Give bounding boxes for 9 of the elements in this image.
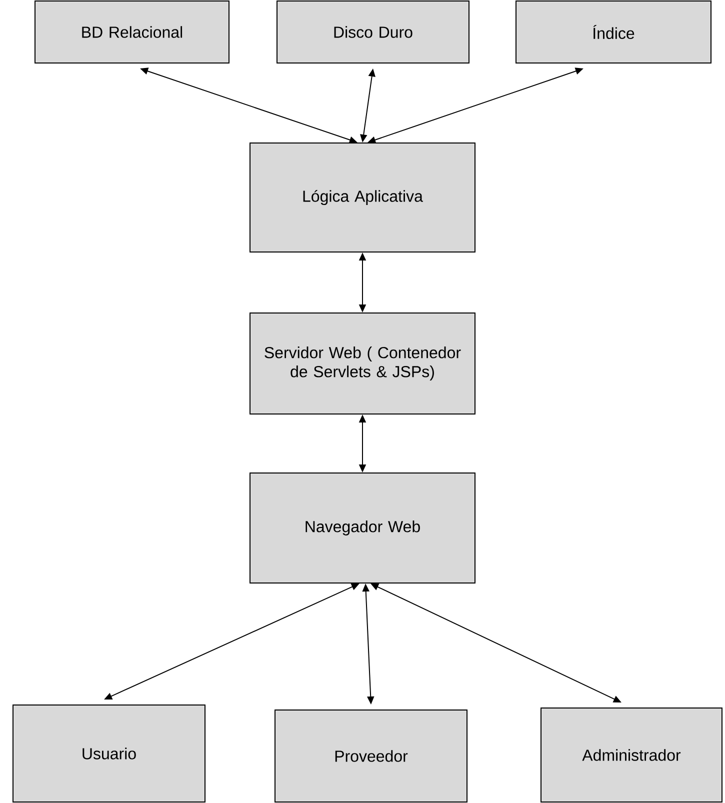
process-box: Proveedor bbox=[274, 710, 468, 802]
process-box: Servidor Web ( Contenedor de Servlets & JSPs) bbox=[250, 312, 476, 414]
process-box: Lógica Aplicativa bbox=[250, 142, 476, 252]
process-box: Administrador bbox=[540, 708, 722, 802]
process-box: Navegador Web bbox=[250, 472, 476, 584]
process-box: Usuario bbox=[12, 704, 206, 802]
process-box: BD Relacional bbox=[34, 0, 230, 64]
process-box: Índice bbox=[516, 0, 712, 64]
process-box: Disco Duro bbox=[276, 0, 470, 64]
